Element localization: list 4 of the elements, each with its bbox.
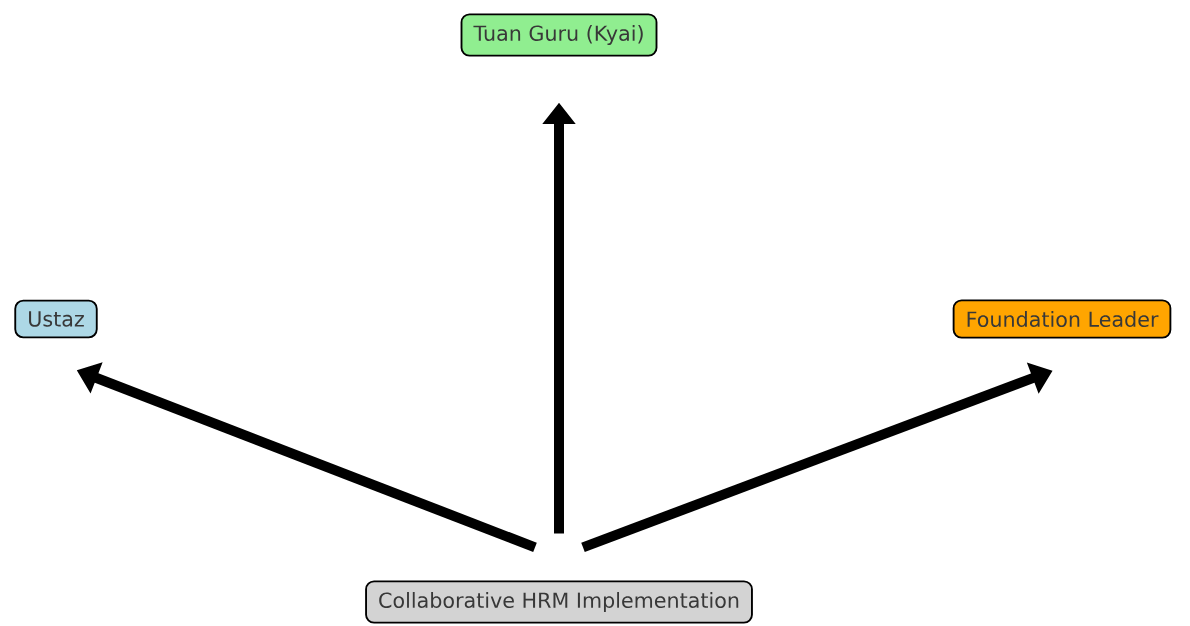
label-box: Ustaz: [14, 299, 98, 339]
label-box: Foundation Leader: [952, 299, 1172, 339]
label-box: Tuan Guru (Kyai): [460, 13, 658, 57]
label-box: Collaborative HRM Implementation: [365, 580, 753, 624]
